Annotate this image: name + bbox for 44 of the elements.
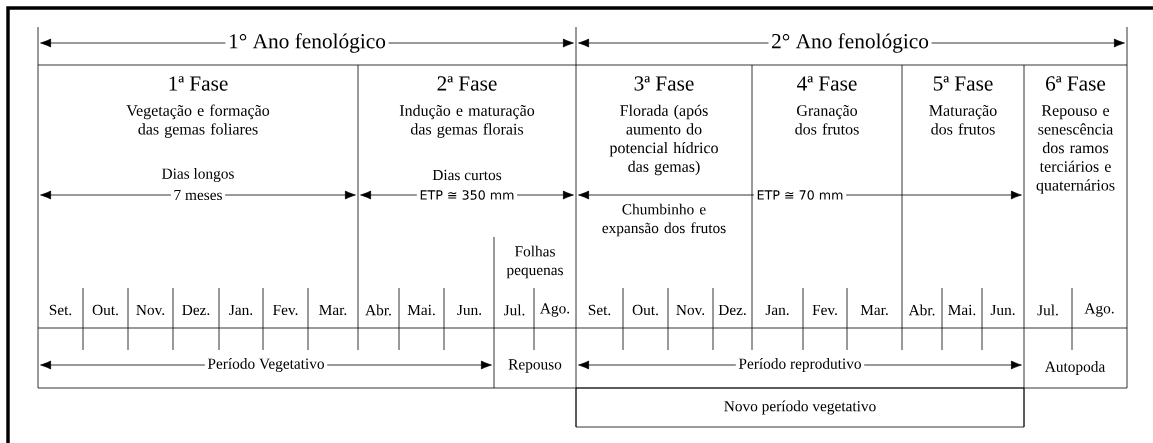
phase-label: 4ª Fase Granação dos frutos [795,76,859,135]
span-label: Período Vegetativo [204,355,328,375]
month-label: Jan. [226,302,256,318]
span-label: 7 meses [170,187,226,203]
phase-label: 5ª Fase Maturação dos frutos [929,76,997,135]
month-label: Mar. [316,302,350,318]
month-label: Out. [89,302,122,318]
period-label: Repouso [505,356,565,376]
month-label: Mai. [945,302,979,318]
month-label: Out. [629,302,662,318]
phase-label: 2ª Fase Indução e maturação das gemas florais [399,76,535,138]
month-label: Jun. [454,302,485,318]
span-label: Dias longos [158,165,238,185]
month-label: Dez. [715,302,750,318]
month-label: Abr. [362,301,395,319]
period-label: Autopoda [1042,358,1108,378]
phase-label: 1ª Fase Vegetação e formação das gemas foliares [126,76,270,138]
month-label: Mar. [857,302,892,318]
span-label: Período reprodutivo [735,355,865,375]
note-text: Folhas pequenas [506,245,563,279]
month-label: Nov. [133,302,168,318]
span-label: ETP ≅ 350 mm [416,187,518,203]
month-label: Set. [46,302,75,318]
month-label: Nov. [673,302,708,318]
month-label: Ago. [1081,300,1118,320]
month-label: Jul. [501,301,529,319]
month-label: Mai. [404,302,439,318]
year-label: 2° Ano fenológico [768,30,932,56]
note-text: Chumbinho e expansão dos frutos [602,203,726,237]
span-label: ETP ≅ 70 mm [753,187,847,203]
month-label: Ago. [537,300,573,320]
period-box: Novo período vegetativo [575,387,1025,428]
month-label: Abr. [905,301,939,319]
month-label: Fev. [269,302,302,318]
year-label: 1° Ano fenológico [225,30,389,56]
month-label: Jul. [1034,301,1062,319]
month-label: Fev. [809,302,841,318]
phase-label: 6ª Fase Repouso e senescência dos ramos terciários e quaternários [1036,76,1115,194]
month-label: Jun. [987,302,1019,318]
month-label: Jan. [762,302,793,318]
month-label: Set. [585,302,614,318]
phase-label: 3ª Fase Florada (após aumento do potencial hídrico das gemas) [609,76,718,176]
month-label: Dez. [179,302,213,318]
span-label: Dias curtos [429,167,505,183]
